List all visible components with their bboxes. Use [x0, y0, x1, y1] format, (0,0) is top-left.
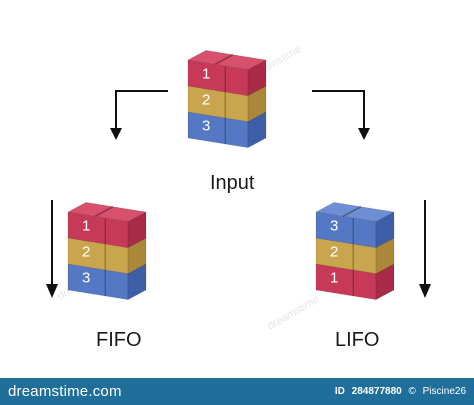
tape-line: [214, 54, 234, 65]
box-number: 3: [82, 270, 90, 287]
box-side-face: [247, 59, 267, 97]
watermark-text: dreamstime: [266, 293, 322, 332]
footer-author: Piscine26: [422, 386, 466, 397]
box-number: 2: [330, 244, 338, 261]
lifo-label: LIFO: [335, 329, 379, 351]
footer-bar: dreamstime.com ID 284877880 © Piscine26: [0, 378, 474, 405]
box-number: 1: [82, 218, 90, 235]
box-number: 3: [330, 218, 338, 235]
footer-id-label: ID: [334, 386, 345, 397]
corner-arrow-left-icon: [110, 90, 168, 140]
box-blue: 3: [314, 201, 396, 249]
lifo-stack: 1 2 3: [314, 201, 396, 301]
footer-meta: ID 284877880 © Piscine26: [331, 386, 466, 397]
box-red: 1: [66, 201, 148, 249]
input-label: Input: [210, 172, 255, 194]
fifo-label: FIFO: [96, 329, 142, 351]
corner-arrow-right-icon: [312, 90, 370, 140]
arrow-down-icon: [419, 200, 431, 298]
tape-line: [342, 206, 362, 217]
footer-id-value: 284877880: [351, 386, 402, 397]
box-red: 1: [186, 49, 268, 97]
box-number: 2: [82, 244, 90, 261]
box-side-face: [375, 263, 395, 301]
footer-separator: ©: [408, 386, 416, 397]
box-number: 1: [202, 66, 210, 83]
fifo-stack: 3 2 1: [66, 201, 148, 301]
footer-brand: dreamstime.com: [8, 383, 122, 400]
fifo-lifo-diagram: dreamstime dreamstime dreamstime 321 Inp…: [46, 43, 431, 351]
arrow-down-icon: [46, 200, 58, 298]
box-number: 1: [330, 270, 338, 287]
box-side-face: [375, 211, 395, 249]
tape-line: [94, 206, 114, 217]
box-side-face: [127, 211, 147, 249]
box-number: 2: [202, 92, 210, 109]
box-number: 3: [202, 118, 210, 135]
input-stack: 3 2 1: [186, 49, 268, 149]
box-side-face: [127, 263, 147, 301]
